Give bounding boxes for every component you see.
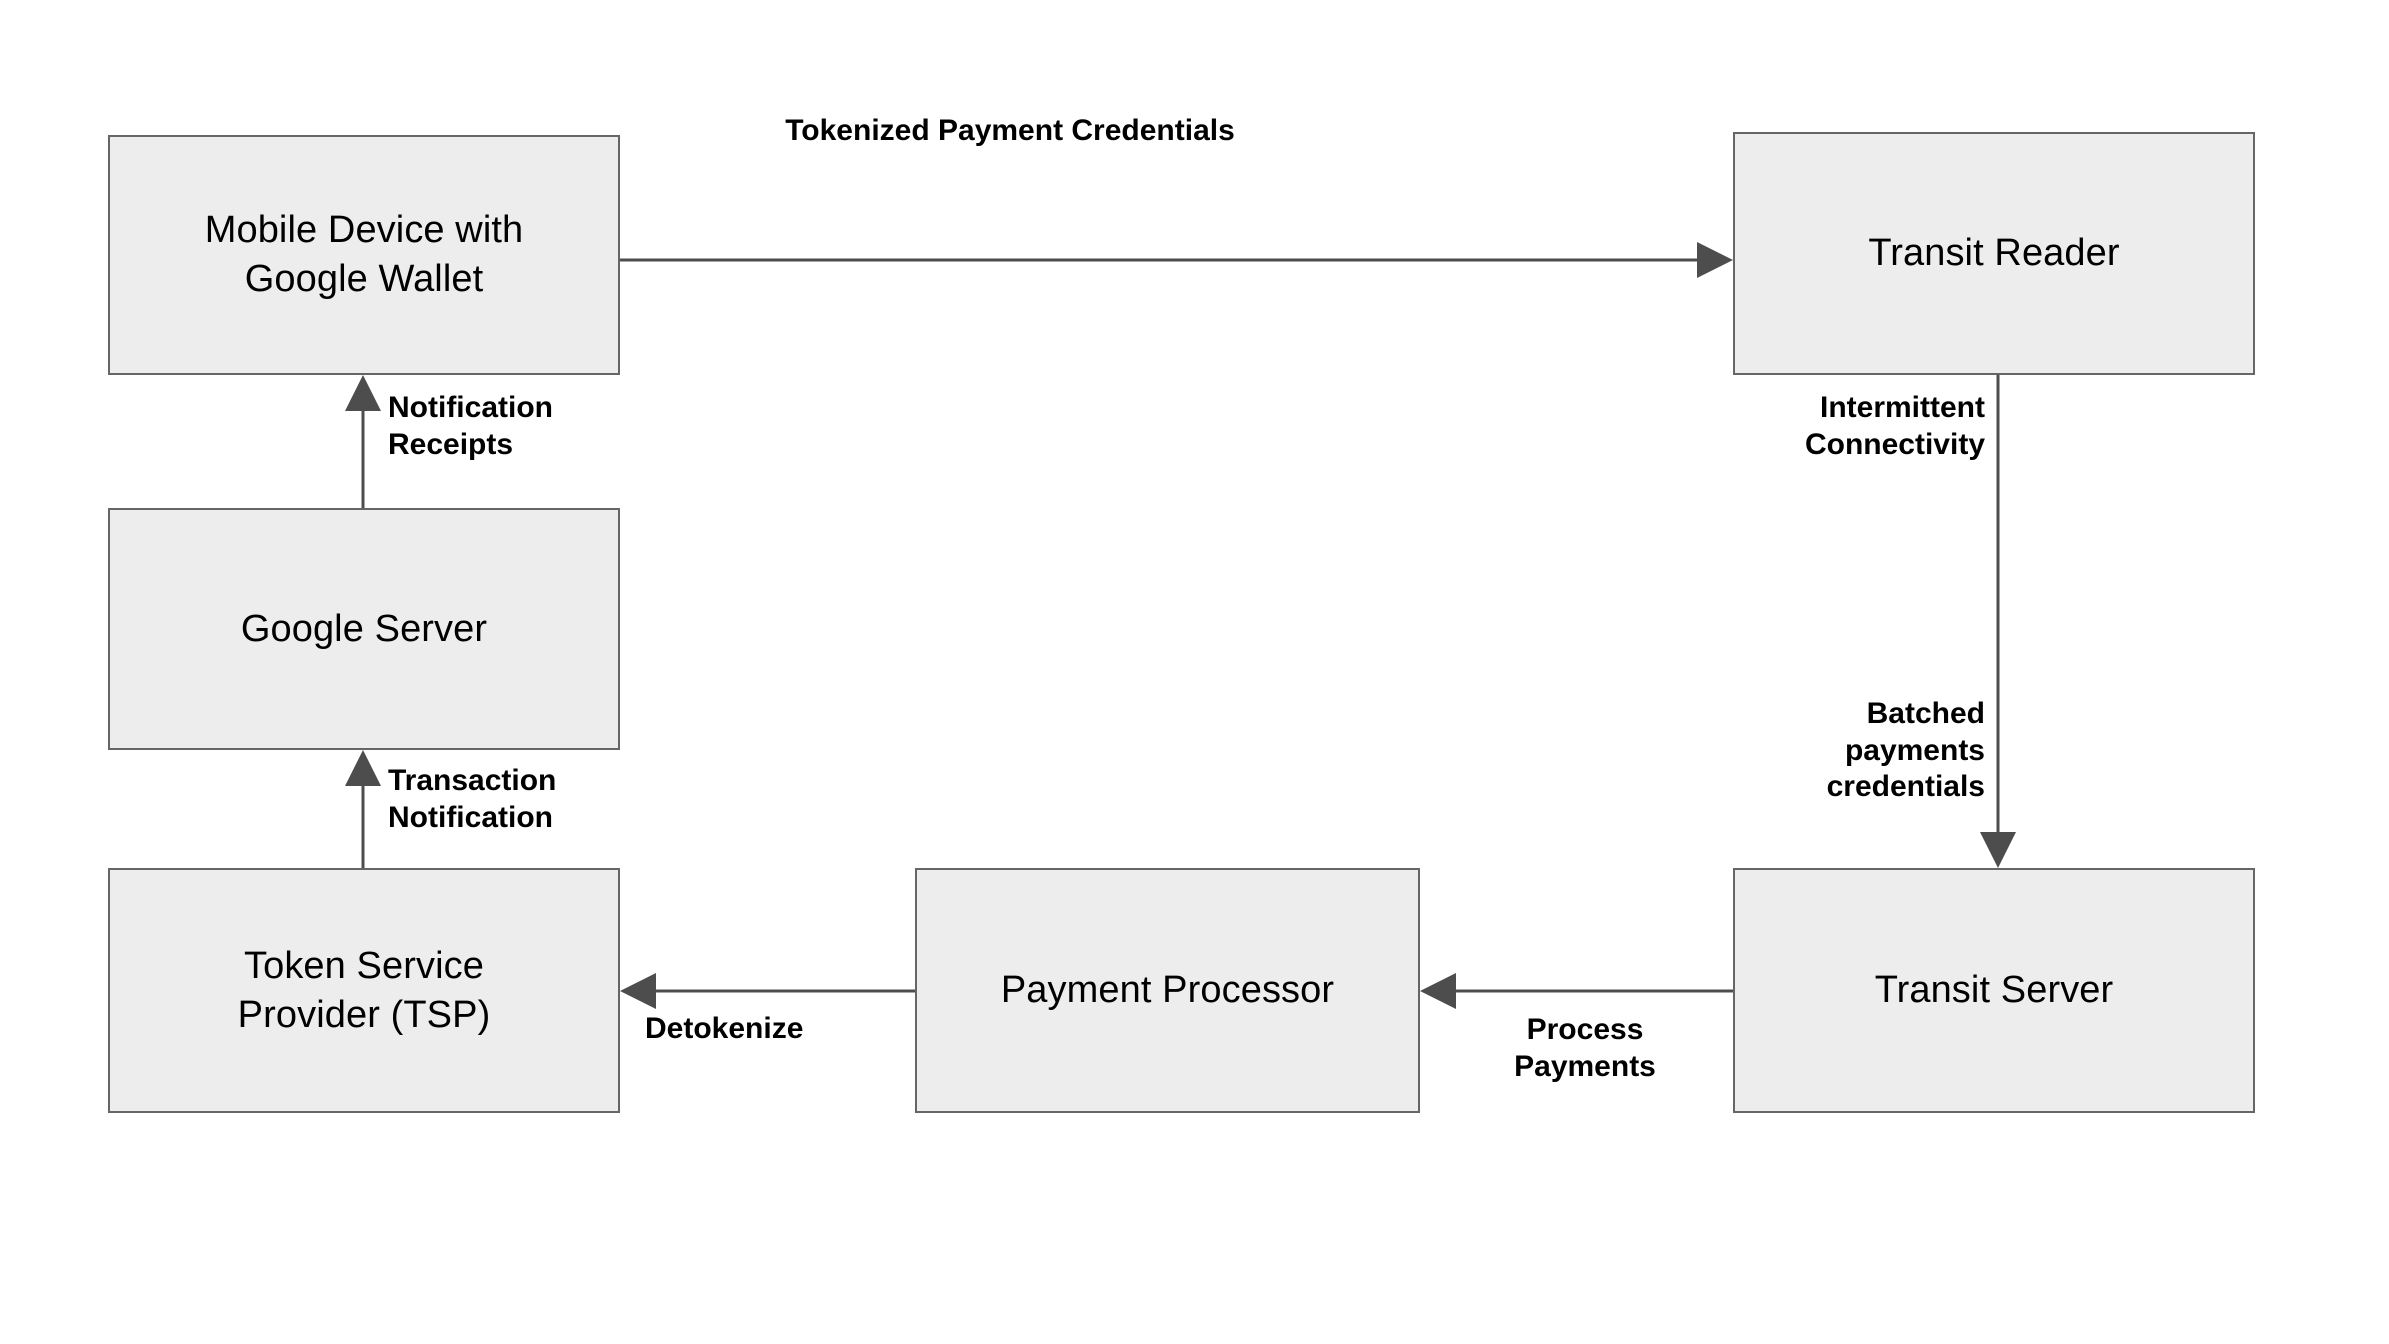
edge-payment-processor-to-tsp bbox=[620, 973, 915, 1009]
edge-tsp-to-google-server bbox=[345, 750, 381, 868]
edge-transit-server-to-payment-processor bbox=[1420, 973, 1733, 1009]
edge-google-server-to-mobile bbox=[345, 375, 381, 508]
edge-label-process-payments: Process Payments bbox=[1514, 1013, 1656, 1083]
node-label: Transit Reader bbox=[1868, 232, 2120, 275]
node-label: Token Service Provider (TSP) bbox=[237, 944, 491, 1036]
node-label: Payment Processor bbox=[1000, 969, 1335, 1012]
node-mobile-device-with-google-wallet[interactable]: Mobile Device with Google Wallet bbox=[108, 135, 620, 375]
node-transit-server[interactable]: Transit Server bbox=[1733, 868, 2255, 1113]
edge-label-batched-payments-credentials: Batched payments credentials bbox=[1826, 697, 1985, 804]
arrow-head-down-icon bbox=[1980, 832, 2016, 868]
arrow-head-up-icon bbox=[345, 750, 381, 786]
arrow-head-left-icon bbox=[620, 973, 656, 1009]
edge-label-transaction-notification: Transaction Notification bbox=[388, 764, 557, 834]
arrow-head-left-icon bbox=[1420, 973, 1456, 1009]
arrow-head-up-icon bbox=[345, 375, 381, 411]
edge-label-tokenized-payment-credentials: Tokenized Payment Credentials bbox=[785, 114, 1235, 147]
edge-label-intermittent-connectivity: Intermittent Connectivity bbox=[1804, 391, 1985, 461]
node-label: Mobile Device with Google Wallet bbox=[204, 209, 524, 300]
edge-label-notification-receipts: Notification Receipts bbox=[388, 391, 553, 461]
arrow-head-right-icon bbox=[1697, 242, 1733, 278]
node-google-server[interactable]: Google Server bbox=[108, 508, 620, 750]
edge-transit-reader-to-transit-server bbox=[1980, 375, 2016, 868]
node-transit-reader[interactable]: Transit Reader bbox=[1733, 132, 2255, 375]
node-label: Google Server bbox=[240, 607, 488, 650]
edge-label-detokenize: Detokenize bbox=[645, 1012, 804, 1045]
edge-mobile-to-transit-reader bbox=[620, 242, 1733, 278]
node-payment-processor[interactable]: Payment Processor bbox=[915, 868, 1420, 1113]
node-token-service-provider[interactable]: Token Service Provider (TSP) bbox=[108, 868, 620, 1113]
node-label: Transit Server bbox=[1874, 969, 2114, 1012]
